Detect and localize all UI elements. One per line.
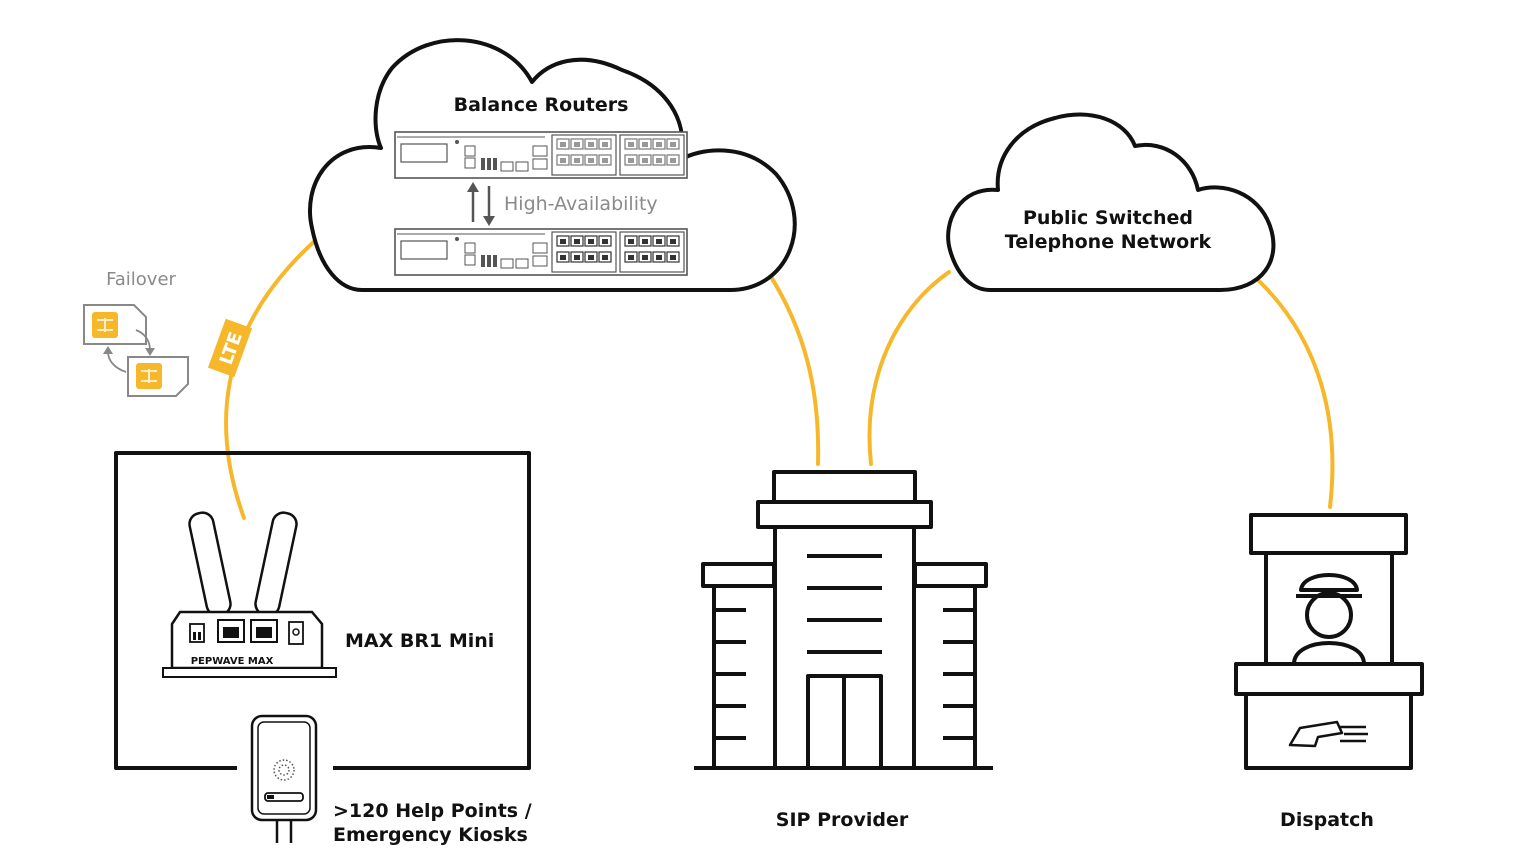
cloud-icon	[946, 112, 1276, 292]
pstn-label-line1: Public Switched	[1023, 207, 1193, 229]
balance-routers-cloud: Balance Routers High-Availability	[308, 38, 797, 292]
sim-card-icon	[83, 304, 147, 345]
field-site-box	[114, 451, 531, 770]
failover-label: Failover	[106, 269, 176, 290]
routers-sip-link	[766, 270, 821, 466]
pstn-label-line2: Telephone Network	[1005, 231, 1212, 253]
phone-handset-icon	[1288, 720, 1368, 748]
pstn-dispatch-link	[1256, 278, 1335, 509]
pstn-cloud: Public Switched Telephone Network	[946, 112, 1276, 292]
dispatch-booth-icon	[1234, 513, 1424, 770]
connection-links	[224, 236, 1335, 520]
lte-link	[224, 236, 320, 520]
sip-provider-label: SIP Provider	[776, 809, 909, 831]
max-br1-mini-label: MAX BR1 Mini	[345, 630, 494, 652]
operator-icon	[1292, 573, 1366, 665]
dispatch-label: Dispatch	[1280, 809, 1374, 831]
sim-card-icon	[127, 356, 189, 397]
sip-pstn-link	[867, 270, 951, 466]
help-points-label-line1: >120 Help Points /	[333, 800, 532, 822]
router-brand-label: PEPWAVE MAX	[191, 656, 274, 667]
failover-group: Failover	[83, 269, 189, 397]
balance-routers-label: Balance Routers	[454, 94, 629, 116]
cellular-router-icon: PEPWAVE MAX	[162, 511, 337, 678]
high-availability-label: High-Availability	[504, 193, 658, 215]
help-points-label-line2: Emergency Kiosks	[333, 824, 528, 846]
lte-tag: LTE	[207, 318, 253, 378]
help-point-icon	[250, 714, 318, 843]
ha-arrows	[467, 182, 495, 226]
office-building-icon	[694, 470, 993, 770]
